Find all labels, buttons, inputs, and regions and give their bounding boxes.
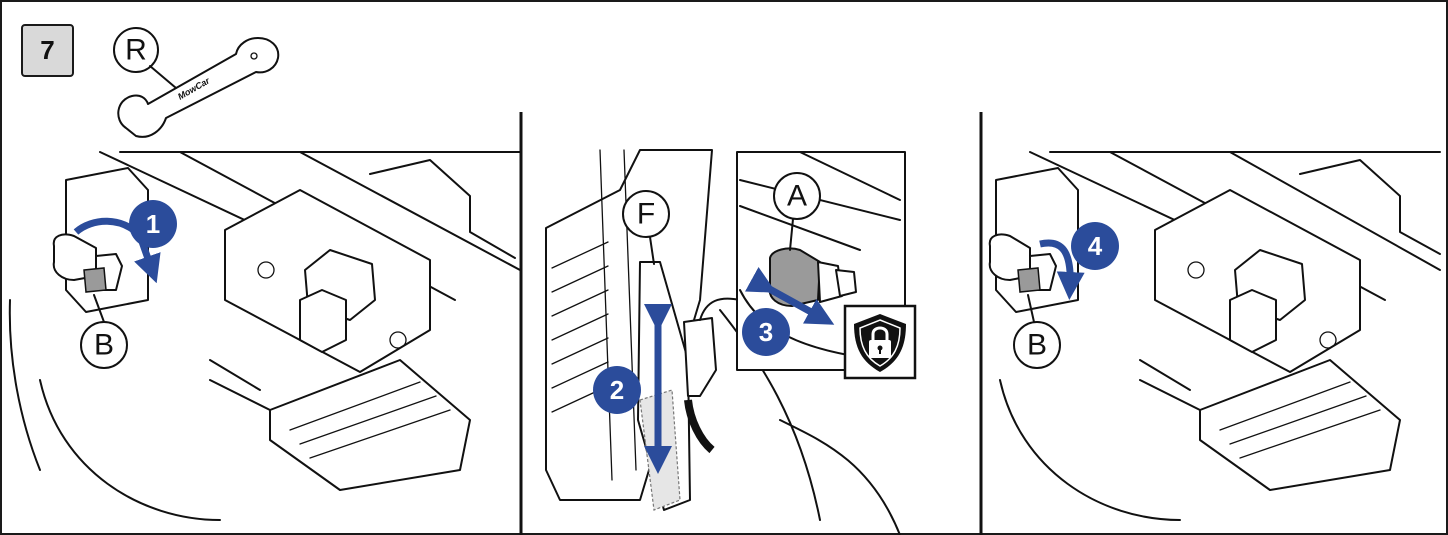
part-label: B <box>1027 329 1047 362</box>
part-label: F <box>637 198 655 231</box>
callout-number: 2 <box>610 375 624 405</box>
lock-shield-icon <box>845 306 915 378</box>
part-label: A <box>787 180 807 213</box>
callout-number: 1 <box>146 209 160 239</box>
tool-callout: R <box>114 28 176 88</box>
callout-number: 3 <box>759 317 773 347</box>
step-callout-1: 1 <box>129 200 177 248</box>
tool-label: R <box>125 34 147 67</box>
step-callout-2: 2 <box>593 366 641 414</box>
step-callout-3: 3 <box>742 308 790 356</box>
step-callout-4: 4 <box>1071 222 1119 270</box>
part-label: B <box>94 329 114 362</box>
callout-number: 4 <box>1088 231 1103 261</box>
